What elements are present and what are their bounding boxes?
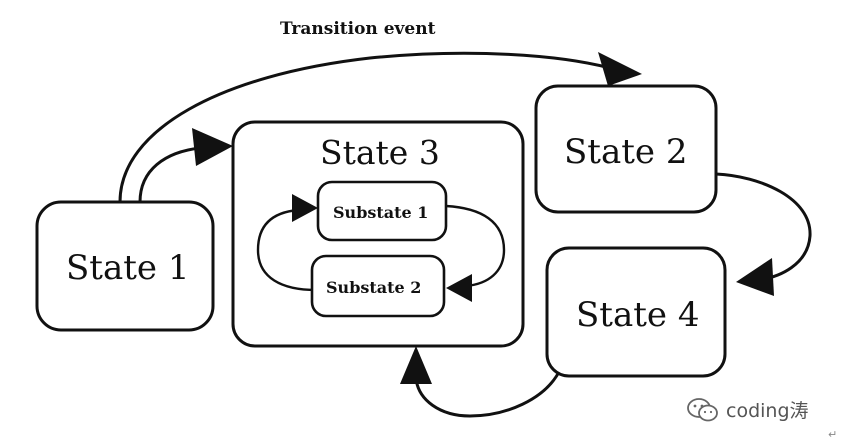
watermark-text: coding涛 bbox=[726, 400, 809, 422]
arrowhead-substate2 bbox=[446, 274, 472, 302]
state2-label: State 2 bbox=[564, 132, 687, 172]
return-mark: ↵ bbox=[828, 428, 838, 441]
transition-event-label: Transition event bbox=[280, 19, 436, 39]
substate2-box bbox=[310, 254, 446, 318]
arrowhead-state4 bbox=[736, 258, 774, 296]
state1-box bbox=[35, 200, 215, 332]
arrow-state1-to-state2 bbox=[118, 51, 611, 203]
arrowhead-state3-bottom bbox=[400, 346, 432, 384]
state1-label: State 1 bbox=[66, 248, 189, 288]
substate1-label: Substate 1 bbox=[333, 203, 428, 222]
state4-box bbox=[545, 246, 727, 378]
arrow-substate1-to-substate2 bbox=[445, 204, 506, 288]
arrowhead-state3 bbox=[192, 128, 233, 166]
watermark: coding涛 bbox=[686, 396, 809, 423]
wechat-icon bbox=[687, 397, 718, 421]
arrowhead-substate1 bbox=[292, 194, 318, 222]
state3-label: State 3 bbox=[320, 133, 440, 172]
arrow-substate2-to-substate1 bbox=[256, 208, 317, 292]
substate1-box bbox=[316, 180, 448, 242]
arrow-state2-to-state4 bbox=[715, 172, 812, 282]
state2-box bbox=[534, 84, 718, 214]
arrow-state4-to-state3 bbox=[414, 369, 562, 418]
substate2-label: Substate 2 bbox=[326, 278, 421, 297]
arrowhead-state2 bbox=[598, 52, 642, 86]
arrow-state1-to-state3 bbox=[138, 146, 201, 203]
state4-label: State 4 bbox=[576, 295, 699, 335]
